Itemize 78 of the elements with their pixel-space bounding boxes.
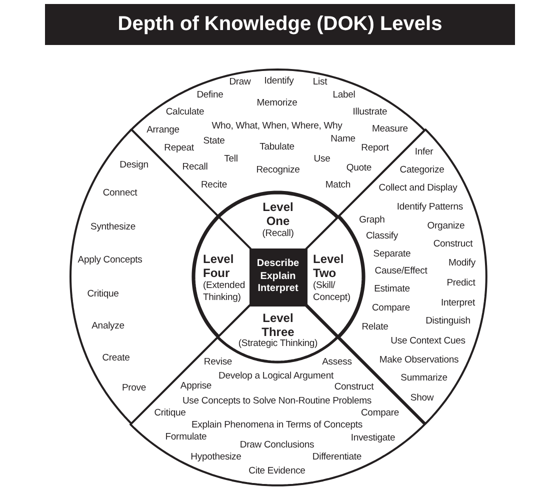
level-subtitle: (Extended Thinking) <box>203 280 245 304</box>
verb-label: Interpret <box>440 298 475 310</box>
title-text: Depth of Knowledge (DOK) Levels <box>118 13 442 36</box>
verb-label: Compare <box>360 408 399 420</box>
verb-label: Label <box>332 90 356 102</box>
verb-label: Measure <box>372 124 408 136</box>
verb-label: Classify <box>366 232 398 242</box>
verb-label: Prove <box>122 384 146 394</box>
verb-label: Separate <box>373 250 411 260</box>
level-heading: Level Three <box>262 311 294 339</box>
verb-label: Draw <box>229 78 251 88</box>
level-heading: Level Two <box>313 252 344 280</box>
level-subtitle: (Skill/ Concept) <box>313 280 350 304</box>
verb-label: Summarize <box>400 374 448 384</box>
center-square <box>250 249 306 305</box>
verb-label: Quote <box>346 164 372 174</box>
verb-label: Identify Patterns <box>396 202 464 214</box>
verb-label: Recite <box>200 180 227 192</box>
verb-label: Tabulate <box>260 142 294 154</box>
verb-label: List <box>312 78 328 88</box>
verb-label: Organize <box>427 222 465 232</box>
verb-label: Analyze <box>92 322 124 332</box>
verb-label: Create <box>102 354 130 364</box>
verb-label: Define <box>196 90 224 102</box>
verb-label: Categorize <box>400 166 444 176</box>
verb-label: Estimate <box>374 284 410 296</box>
verb-label: Match <box>325 180 351 192</box>
verb-label: Apprise <box>180 382 212 392</box>
verb-label: Recall <box>182 162 208 174</box>
verb-label: Formulate <box>165 432 207 444</box>
verb-label: Use Concepts to Solve Non-Routine Problems <box>182 396 372 408</box>
verb-label: Graph <box>359 216 385 226</box>
verb-label: Repeat <box>164 144 194 154</box>
verb-label: Construct <box>334 382 374 394</box>
verb-label: Calculate <box>166 108 204 118</box>
verb-label: Modify <box>448 258 476 270</box>
verb-label: Use <box>314 154 330 166</box>
verb-label: Recognize <box>256 166 300 176</box>
verb-label: Distinguish <box>426 316 470 328</box>
verb-label: Report <box>361 144 389 154</box>
verb-label: Make Observations <box>379 356 459 366</box>
center-text: Describe Explain Interpret <box>256 258 300 296</box>
verb-label: Relate <box>362 322 388 334</box>
verb-label: Hypothesize <box>190 452 242 464</box>
verb-label: Cite Evidence <box>248 466 306 478</box>
verb-label: Tell <box>224 154 238 166</box>
verb-label: Differentiate <box>312 452 362 464</box>
verb-label: Draw Conclusions <box>240 440 314 452</box>
verb-label: Compare <box>372 304 410 314</box>
verb-label: Who, What, When, Where, Why <box>212 122 342 132</box>
verb-label: Identify <box>264 76 294 88</box>
verb-label: Investigate <box>350 434 396 444</box>
verb-label: Design <box>120 160 148 172</box>
verb-label: Construct <box>433 240 473 250</box>
verb-label: Apply Concepts <box>78 256 142 266</box>
verb-label: Show <box>410 394 434 404</box>
level-heading: Level Four <box>203 252 234 280</box>
verb-label: State <box>203 136 225 148</box>
verb-label: Predict <box>446 278 476 290</box>
level-heading: Level One <box>262 200 294 228</box>
verb-label: Memorize <box>256 98 298 110</box>
verb-label: Infer <box>414 148 434 158</box>
verb-label: Critique <box>87 290 119 300</box>
verb-label: Critique <box>154 408 186 420</box>
verb-label: Arrange <box>146 126 180 136</box>
verb-label: Assess <box>322 358 352 368</box>
verb-label: Develop a Logical Argument <box>218 372 334 382</box>
verb-label: Collect and Display <box>378 184 458 194</box>
verb-label: Connect <box>102 188 138 200</box>
verb-label: Synthesize <box>90 222 136 234</box>
verb-label: Illustrate <box>352 108 388 118</box>
verb-label: Revise <box>204 358 232 368</box>
level-subtitle: (Strategic Thinking) <box>238 338 318 350</box>
verb-label: Cause/Effect <box>374 266 428 278</box>
verb-label: Name <box>330 134 356 146</box>
verb-label: Use Context Cues <box>390 336 466 348</box>
level-subtitle: (Recall) <box>262 228 294 240</box>
verb-label: Explain Phenomena in Terms of Concepts <box>191 420 362 432</box>
